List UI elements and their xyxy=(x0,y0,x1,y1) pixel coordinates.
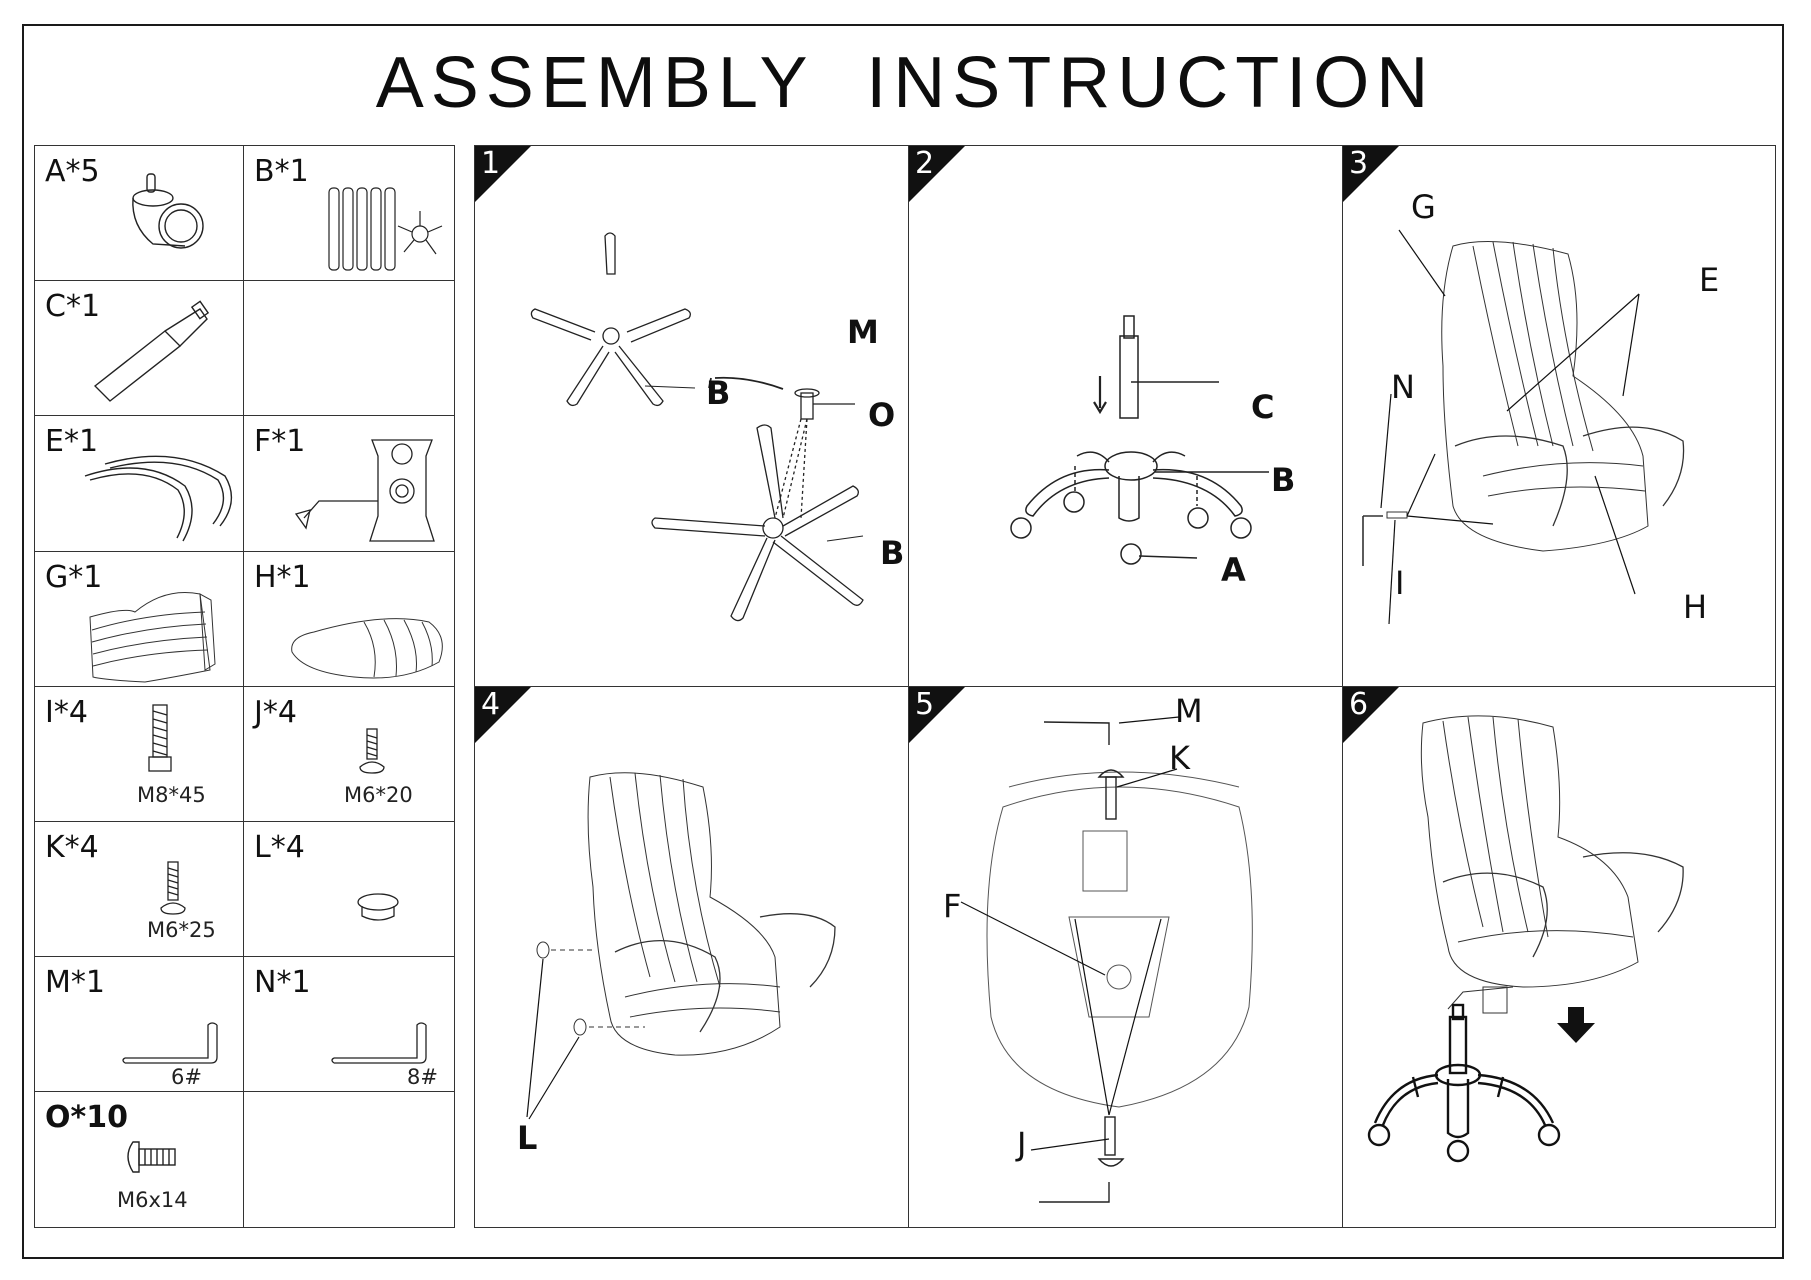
part-label: K*4 xyxy=(45,830,99,865)
bolt-icon xyxy=(160,861,186,915)
part-spec: M6*20 xyxy=(344,783,413,807)
seat-backrest-illustration xyxy=(1362,229,1685,625)
part-label: B*1 xyxy=(254,154,309,189)
callout-h: H xyxy=(1683,588,1708,626)
part-cell-a: A*5 xyxy=(35,146,244,281)
part-spec: 8# xyxy=(407,1065,438,1089)
part-cell-h: H*1 xyxy=(244,552,454,687)
part-label: E*1 xyxy=(45,424,99,459)
page-border xyxy=(22,24,1784,1259)
callout-b: B xyxy=(1271,461,1296,499)
callout-g: G xyxy=(1411,188,1436,226)
part-spec: 6# xyxy=(171,1065,202,1089)
part-cell-f: F*1 xyxy=(244,416,454,552)
bolt-icon xyxy=(359,728,385,774)
base-assembly-illustration xyxy=(530,232,864,622)
step-number-badge: 5 xyxy=(909,687,965,743)
part-cell-o: O*10 M6x14 xyxy=(35,1092,244,1227)
bolt-icon xyxy=(127,1141,176,1173)
part-label: M*1 xyxy=(45,965,105,1000)
callout-f: F xyxy=(943,887,962,925)
part-label: F*1 xyxy=(254,424,306,459)
callout-b: B xyxy=(880,534,905,572)
part-cell-e: E*1 xyxy=(35,416,244,552)
part-cell-n: N*1 8# xyxy=(244,957,454,1092)
step-5-panel: 5 xyxy=(909,687,1343,1227)
part-cell-l: L*4 xyxy=(244,822,454,957)
armrests-icon xyxy=(84,455,233,542)
mechanism-attach-illustration xyxy=(960,716,1253,1203)
step-number-badge: 3 xyxy=(1343,146,1399,202)
seat-cushion-icon xyxy=(291,618,443,679)
part-cell-empty-2 xyxy=(244,1092,454,1227)
part-label: C*1 xyxy=(45,289,101,324)
part-label: G*1 xyxy=(45,560,103,595)
callout-b: B xyxy=(706,374,731,412)
assembly-steps: 1 xyxy=(474,145,1776,1228)
step-1-panel: 1 xyxy=(475,146,909,687)
callout-o: O xyxy=(868,396,896,434)
step-3-panel: 3 G xyxy=(1343,146,1776,687)
callout-c: C xyxy=(1251,388,1275,426)
step-number-badge: 4 xyxy=(475,687,531,743)
step-4-panel: 4 L xyxy=(475,687,909,1227)
step-2-panel: 2 C B A xyxy=(909,146,1343,687)
callout-i: I xyxy=(1395,564,1405,602)
part-cell-m: M*1 6# xyxy=(35,957,244,1092)
base-legs-icon xyxy=(328,187,443,271)
part-cell-empty-1 xyxy=(244,281,454,416)
page-title: ASSEMBLY INSTRUCTION xyxy=(375,43,1436,123)
callout-j: J xyxy=(1017,1125,1027,1163)
allen-key-icon xyxy=(122,1022,218,1064)
step-number-badge: 1 xyxy=(475,146,531,202)
part-label: N*1 xyxy=(254,965,311,1000)
callout-m: M xyxy=(847,313,879,351)
part-label: O*10 xyxy=(45,1100,128,1135)
callout-e: E xyxy=(1699,261,1720,299)
final-assembly-illustration xyxy=(1367,715,1684,1163)
part-cell-j: J*4 M6*20 xyxy=(244,687,454,822)
part-label: A*5 xyxy=(45,154,100,189)
part-label: J*4 xyxy=(254,695,297,730)
part-cell-b: B*1 xyxy=(244,146,454,281)
callout-m: M xyxy=(1175,692,1203,730)
part-label: L*4 xyxy=(254,830,305,865)
callout-k: K xyxy=(1169,739,1190,777)
down-arrow-icon xyxy=(1557,1007,1595,1043)
part-cell-i: I*4 M8*45 xyxy=(35,687,244,822)
part-spec: M8*45 xyxy=(137,783,206,807)
part-spec: M6x14 xyxy=(117,1188,188,1212)
part-cell-g: G*1 xyxy=(35,552,244,687)
seat-mechanism-icon xyxy=(294,439,435,542)
step-number-badge: 6 xyxy=(1343,687,1399,743)
parts-list: A*5 B*1 C*1 xyxy=(34,145,455,1228)
gas-cylinder-icon xyxy=(93,300,210,402)
callout-l: L xyxy=(517,1119,538,1157)
allen-key-icon xyxy=(331,1022,427,1064)
step-6-panel: 6 xyxy=(1343,687,1776,1227)
part-cell-c: C*1 xyxy=(35,281,244,416)
end-cap-icon xyxy=(357,893,399,921)
callout-a: A xyxy=(1221,551,1246,589)
end-caps-illustration xyxy=(526,772,836,1120)
cylinder-casters-illustration xyxy=(1010,315,1269,565)
part-label: I*4 xyxy=(45,695,88,730)
callout-n: N xyxy=(1391,368,1415,406)
part-cell-k: K*4 M6*25 xyxy=(35,822,244,957)
backrest-icon xyxy=(89,591,216,683)
part-label: H*1 xyxy=(254,560,311,595)
bolt-icon xyxy=(148,704,172,772)
caster-wheel-icon xyxy=(132,173,204,249)
step-number-badge: 2 xyxy=(909,146,965,202)
part-spec: M6*25 xyxy=(147,918,216,942)
